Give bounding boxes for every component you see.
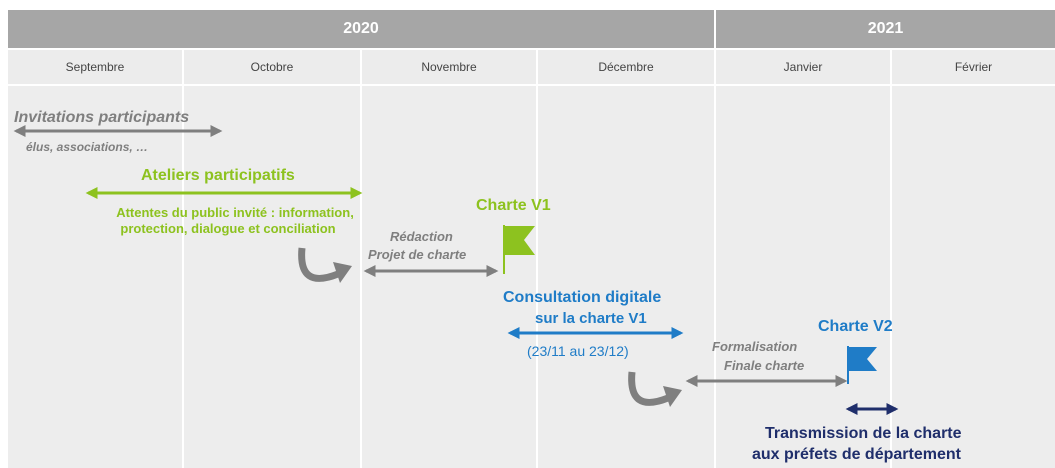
month-label: Février [954,60,993,74]
column-february [892,86,1055,468]
redaction-line2: Projet de charte [368,247,467,262]
consultation-line1: Consultation digitale [503,289,662,306]
redaction-curved-arrow-head [333,262,352,283]
consultation-dates: (23/11 au 23/12) [527,343,629,359]
column-december [538,86,714,468]
month-november: Novembre [362,50,536,84]
month-label: Décembre [598,60,654,74]
redaction-line1: Rédaction [390,229,453,244]
month-january: Janvier [716,50,890,84]
column-november [362,86,536,468]
year-header-2020: 2020 [8,10,714,48]
month-december: Décembre [538,50,714,84]
month-label: Octobre [250,60,294,74]
column-september [8,86,182,468]
charte-v2-label: Charte V2 [818,318,893,335]
year-label: 2020 [343,20,379,37]
formalisation-line1: Formalisation [712,339,798,354]
transmission-line1: Transmission de la charte [765,425,962,442]
year-header-2021: 2021 [716,10,1055,48]
year-label: 2021 [867,20,904,37]
charte-v1-flag [505,226,535,255]
charte-v1-label: Charte V1 [476,197,551,214]
month-september: Septembre [8,50,182,84]
formalisation-curved-arrow [628,371,670,406]
redaction-curved-arrow [298,247,340,282]
ateliers-line2: protection, dialogue et conciliation [120,221,336,236]
month-label: Novembre [421,60,477,74]
ateliers-title: Ateliers participatifs [141,167,295,184]
formalisation-line2: Finale charte [724,358,805,373]
invitations-subtitle: élus, associations, … [26,140,149,154]
month-label: Septembre [65,60,125,74]
charte-v2-flag [849,347,877,371]
ateliers-line1: Attentes du public invité : information, [116,205,354,220]
month-october: Octobre [184,50,360,84]
transmission-line2: aux préfets de département [752,446,961,463]
formalisation-curved-arrow-head [663,386,682,407]
month-february: Février [892,50,1055,84]
invitations-title: Invitations participants [14,109,190,126]
month-label: Janvier [783,60,823,74]
consultation-line2: sur la charte V1 [535,310,647,327]
